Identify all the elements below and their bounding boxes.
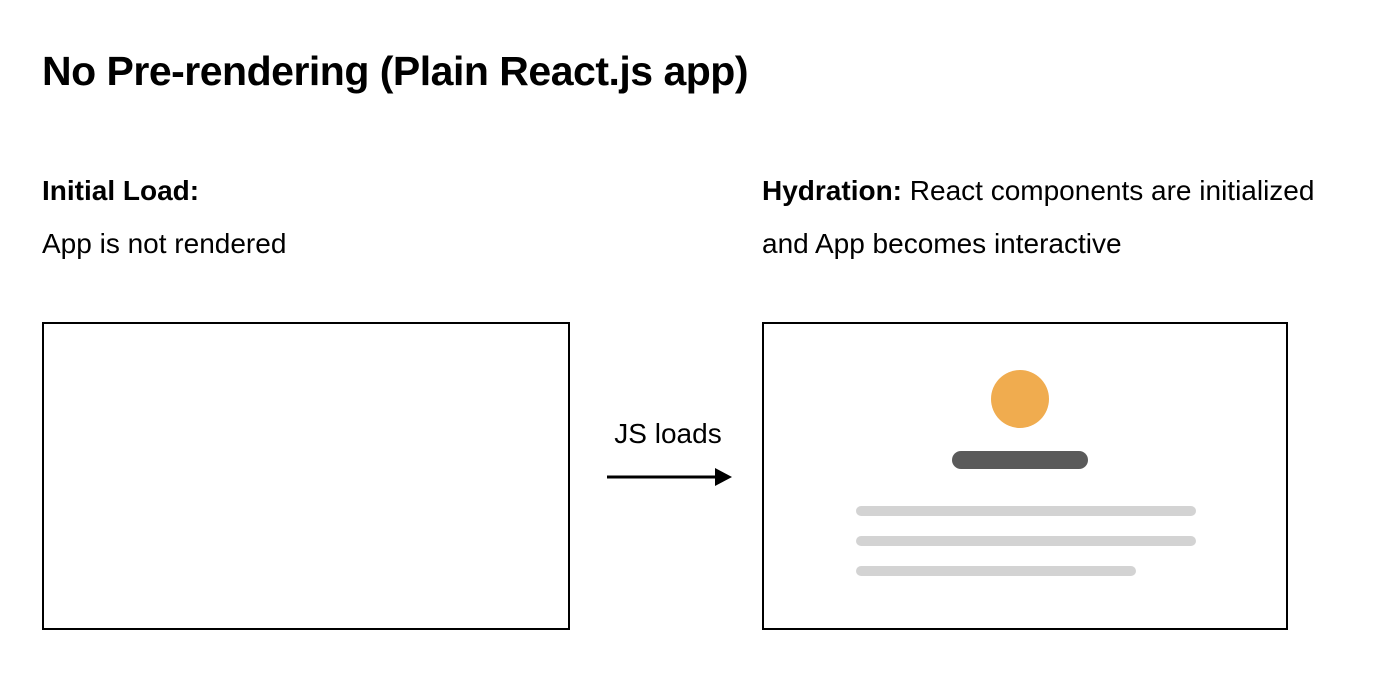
- skeleton-text-line: [856, 506, 1196, 516]
- skeleton-title-bar: [952, 451, 1088, 469]
- right-arrow-icon: [607, 468, 732, 486]
- skeleton-avatar-circle: [991, 370, 1049, 428]
- hydration-box: [762, 322, 1288, 630]
- js-loads-label: JS loads: [614, 418, 722, 449]
- initial-load-text: Initial Load: App is not rendered: [42, 164, 602, 270]
- hydration-text: Hydration: React components are initiali…: [762, 164, 1354, 270]
- initial-load-heading: Initial Load:: [42, 175, 200, 206]
- page-title: No Pre-rendering (Plain React.js app): [42, 48, 749, 94]
- skeleton-text-line: [856, 536, 1196, 546]
- hydration-heading: Hydration:: [762, 175, 902, 206]
- skeleton-text-line-short: [856, 566, 1136, 576]
- hydration-description: React components are initialized and App…: [762, 175, 1315, 259]
- initial-load-description: App is not rendered: [42, 228, 287, 259]
- initial-load-box: [42, 322, 570, 630]
